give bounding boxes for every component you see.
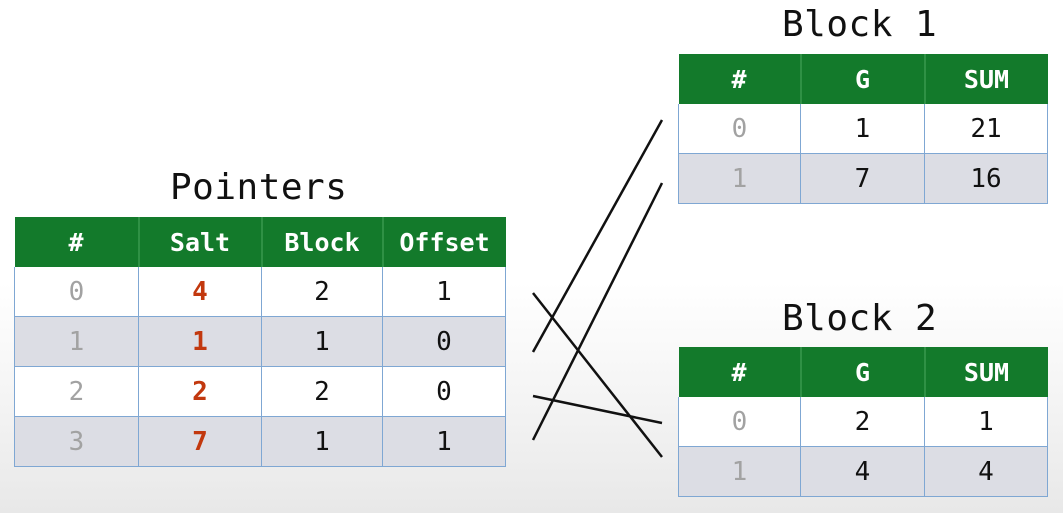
table-row: 2 2 2 0: [14, 366, 506, 417]
block-cell: 2: [261, 366, 383, 417]
block-cell: 2: [261, 267, 383, 317]
pointers-header-index: #: [14, 217, 140, 267]
row-index: 3: [14, 416, 139, 467]
block2-header-g: G: [800, 347, 926, 397]
pointers-title: Pointers: [170, 167, 348, 208]
salt-cell: 7: [138, 416, 262, 467]
block1-header-sum: SUM: [924, 54, 1048, 104]
connector-line: [532, 292, 663, 458]
g-cell: 4: [800, 446, 925, 497]
block2-header-row: # G SUM: [678, 347, 1048, 397]
salt-cell: 4: [138, 267, 262, 317]
block2-table: # G SUM 0 2 1 1 4 4: [678, 347, 1048, 497]
connector-line: [531, 119, 664, 353]
block1-header-index: #: [678, 54, 802, 104]
connector-line: [532, 394, 663, 425]
row-index: 1: [678, 153, 801, 204]
row-index: 0: [14, 267, 139, 317]
block2-header-sum: SUM: [924, 347, 1048, 397]
row-index: 1: [14, 316, 139, 367]
pointers-header-block: Block: [261, 217, 384, 267]
table-row: 3 7 1 1: [14, 416, 506, 467]
block-cell: 1: [261, 416, 383, 467]
offset-cell: 0: [382, 316, 506, 367]
offset-cell: 1: [382, 416, 506, 467]
row-index: 2: [14, 366, 139, 417]
sum-cell: 1: [924, 397, 1048, 447]
table-row: 0 1 21: [678, 104, 1048, 154]
pointers-header-row: # Salt Block Offset: [14, 217, 506, 267]
block-cell: 1: [261, 316, 383, 367]
table-row: 1 7 16: [678, 153, 1048, 204]
salt-cell: 2: [138, 366, 262, 417]
salt-cell: 1: [138, 316, 262, 367]
table-row: 1 4 4: [678, 446, 1048, 497]
block1-header-g: G: [800, 54, 926, 104]
block1-header-row: # G SUM: [678, 54, 1048, 104]
block1-title: Block 1: [782, 4, 938, 45]
row-index: 0: [678, 104, 801, 154]
block2-header-index: #: [678, 347, 802, 397]
g-cell: 2: [800, 397, 925, 447]
sum-cell: 4: [924, 446, 1048, 497]
sum-cell: 21: [924, 104, 1048, 154]
offset-cell: 0: [382, 366, 506, 417]
g-cell: 1: [800, 104, 925, 154]
pointers-header-offset: Offset: [382, 217, 506, 267]
table-row: 0 4 2 1: [14, 267, 506, 317]
pointers-header-salt: Salt: [138, 217, 263, 267]
block2-title: Block 2: [782, 298, 938, 339]
connector-line: [531, 182, 664, 441]
row-index: 1: [678, 446, 801, 497]
table-row: 0 2 1: [678, 397, 1048, 447]
g-cell: 7: [800, 153, 925, 204]
sum-cell: 16: [924, 153, 1048, 204]
table-row: 1 1 1 0: [14, 316, 506, 367]
block1-table: # G SUM 0 1 21 1 7 16: [678, 54, 1048, 204]
pointers-table: # Salt Block Offset 0 4 2 1 1 1 1 0 2 2 …: [14, 217, 506, 467]
offset-cell: 1: [382, 267, 506, 317]
row-index: 0: [678, 397, 801, 447]
